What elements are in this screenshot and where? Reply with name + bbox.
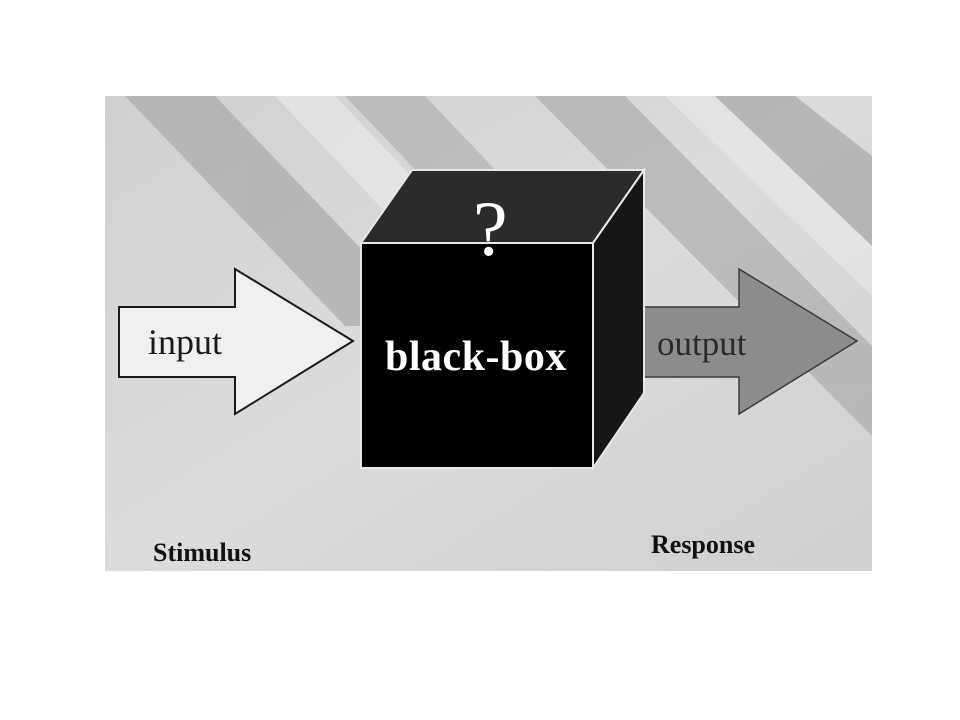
input-label: input <box>148 322 223 362</box>
stimulus-label: Stimulus <box>153 538 252 567</box>
response-label: Response <box>651 530 756 559</box>
black-box-cube <box>359 166 646 472</box>
black-box-diagram: ? input black-box output Stimulus Respon… <box>105 96 872 571</box>
question-mark: ? <box>473 185 508 272</box>
black-box-label: black-box <box>385 334 567 380</box>
input-arrow <box>118 267 355 416</box>
output-label: output <box>657 324 747 363</box>
diagram-graphics <box>105 96 872 571</box>
cube-front <box>360 242 594 469</box>
